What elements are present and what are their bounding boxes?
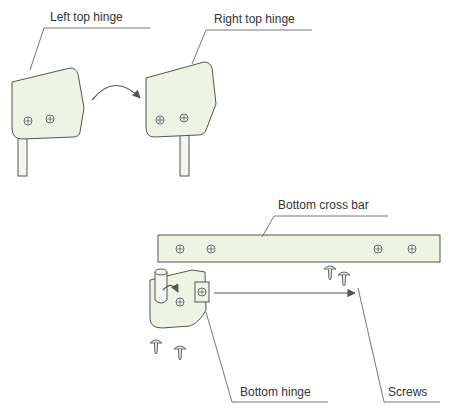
- move-arrow: [92, 85, 140, 100]
- hinge-barrel-top: [155, 269, 167, 275]
- hinge-post: [180, 134, 189, 176]
- leader-lines: [30, 28, 440, 402]
- part-label: Screws: [388, 385, 427, 399]
- hinge-plate: [146, 62, 216, 137]
- hinge-plate: [12, 68, 84, 139]
- cross-bar: [158, 235, 440, 262]
- part-label: Left top hinge: [50, 10, 123, 24]
- part-label: Bottom cross bar: [278, 198, 369, 212]
- move-arrow: [214, 292, 355, 293]
- part-label: Right top hinge: [214, 12, 295, 26]
- rotate-arrow: [163, 285, 178, 292]
- part-label: Bottom hinge: [240, 385, 311, 399]
- hinge-tab: [195, 282, 209, 302]
- screws: [150, 266, 350, 360]
- hinge-post: [18, 136, 27, 176]
- screw-holes: [24, 114, 416, 306]
